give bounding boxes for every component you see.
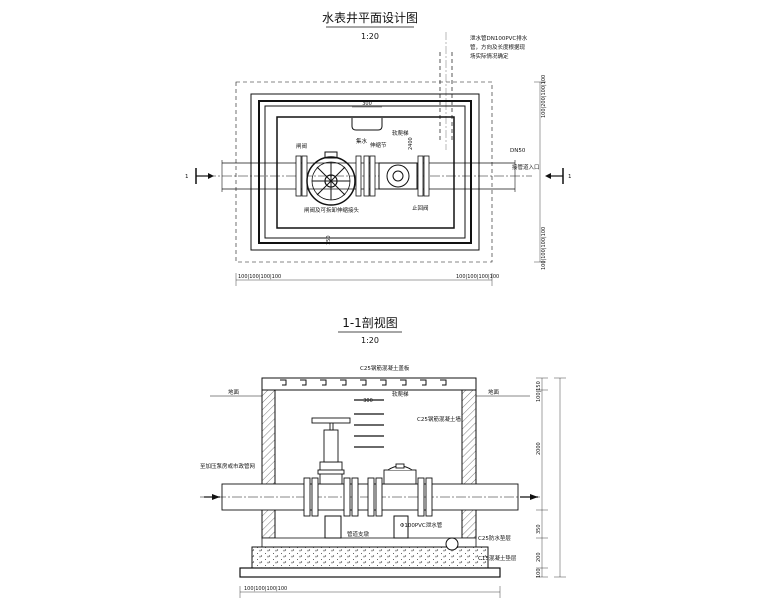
plan-flex-label: 伸缩节 — [370, 141, 387, 149]
plan-sump-dim: 300 — [362, 101, 372, 107]
svg-text:1: 1 — [568, 174, 572, 180]
section-wall-label: C25钢筋混凝土墙 — [417, 415, 461, 423]
plan-dim-bottom-right: 100|100|100|100 — [456, 274, 499, 280]
section-dim-lower: 350 — [536, 524, 542, 534]
section-view: 1-1剖视图 1:20 C25钢筋混凝土盖板 地面 地面 300 软爬梯 C25… — [200, 315, 566, 598]
plan-gate-valve-label: 闸阀 — [296, 142, 307, 150]
section-dimensions — [239, 377, 566, 598]
plan-pipe-note-1: 泄水管DN100PVC排水 — [470, 34, 528, 42]
plan-check-valve-label: 止回阀 — [412, 204, 429, 212]
section-lean-concrete — [239, 567, 501, 578]
plan-pipe-note-3: 场实际情况确定 — [470, 52, 509, 60]
plan-dim-right-top: 100|200|100|100 — [541, 75, 547, 118]
plan-vent-label: 软爬梯 — [392, 129, 409, 137]
section-ground-left: 地面 — [228, 388, 240, 396]
section-title: 1-1剖视图 — [342, 315, 398, 330]
section-cover-slab — [261, 377, 477, 391]
section-pipe-in-label: 至加压泵房或市政管网 — [200, 462, 256, 470]
section-flanges — [303, 477, 433, 517]
plan-sump — [351, 118, 383, 131]
section-support-right — [393, 515, 409, 539]
plan-view: 水表井平面设计图 1:20 泄水管DN100PVC排水 管，方向及长度根据现 场… — [185, 11, 572, 286]
plan-scale: 1:20 — [361, 32, 379, 41]
plan-pipe-right-label: DN50 — [510, 148, 526, 154]
section-wall-right — [461, 389, 477, 539]
section-sump-dim: 300 — [363, 398, 373, 404]
plan-dim-vert-1: 2400 — [408, 137, 414, 150]
plan-dim-vert-2: 150 — [326, 235, 332, 245]
plan-flanges — [295, 155, 430, 197]
plan-foundation-outline — [235, 81, 493, 263]
plan-wall-outer-edge — [258, 100, 472, 244]
plan-title: 水表井平面设计图 — [322, 11, 418, 25]
plan-incoming-label: 接管道入口 — [512, 163, 540, 171]
section-dim-bottom: 100|100|100|100 — [244, 586, 287, 592]
section-cover-label: C25钢筋混凝土盖板 — [360, 364, 410, 372]
plan-valve-note: 闸阀及可拆卸伸缩接头 — [304, 206, 360, 214]
section-cushion-label: C25防水垫层 — [478, 534, 511, 542]
plan-gate-valve-handwheel — [306, 151, 356, 206]
section-ground-right: 地面 — [488, 388, 500, 396]
plan-chamber — [276, 116, 455, 229]
section-gate-valve — [311, 417, 351, 485]
section-check-valve — [383, 463, 417, 485]
svg-text:1: 1 — [185, 174, 189, 180]
section-drain-pipe — [445, 537, 459, 551]
section-support-left — [324, 515, 342, 539]
section-dim-top: 100|150 — [536, 381, 542, 402]
section-scale: 1:20 — [361, 336, 379, 345]
plan-drain-pipe — [439, 32, 453, 150]
plan-check-valve — [378, 162, 418, 190]
section-support-label: 管道支墩 — [347, 530, 370, 538]
section-cover-rebar — [280, 379, 447, 386]
plan-pipe-note-2: 管，方向及长度根据现 — [470, 43, 526, 51]
plan-outer-wall — [250, 93, 480, 251]
plan-wall-inner-edge — [264, 105, 466, 239]
section-drain-label: Φ100PVC泄水管 — [400, 521, 443, 529]
plan-dim-bottom-left: 100|100|100|100 — [238, 274, 281, 280]
section-floor-cushion — [261, 537, 477, 548]
section-dim-mid: 2000 — [536, 442, 542, 455]
plan-dim-right-bottom: 100|100|100|100 — [541, 227, 547, 270]
section-base-label: C15混凝土垫层 — [478, 554, 517, 562]
section-dim-base: 200 — [536, 552, 542, 562]
section-wall-left — [261, 389, 276, 539]
plan-section-marker-right: 1 — [545, 168, 572, 184]
section-dim-base2: 100 — [536, 568, 542, 578]
plan-dimensions — [235, 81, 546, 286]
plan-sump-label: 集水 — [356, 137, 368, 145]
plan-section-marker-left: 1 — [185, 168, 214, 184]
section-ladder-label: 软爬梯 — [392, 390, 409, 398]
section-ladder — [354, 399, 384, 448]
